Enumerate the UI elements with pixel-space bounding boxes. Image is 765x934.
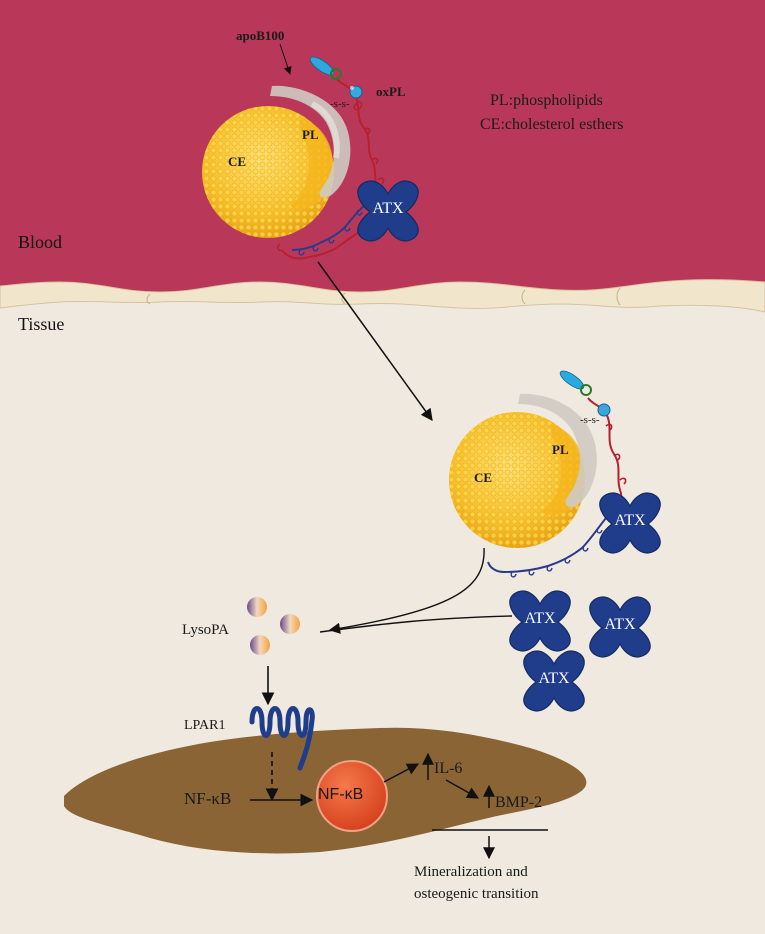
hydrolysis-arrow-from-atx: [319, 615, 513, 633]
endothelium-layer: [0, 279, 765, 313]
oxpl-molecule-tissue: [597, 403, 611, 417]
nfkb-nucleus-label: NF-κB: [318, 786, 364, 803]
hydrolysis-arrow-from-particle: [328, 547, 485, 634]
atx-label-blood: ATX: [372, 200, 404, 217]
il6-label: IL-6: [434, 760, 463, 777]
lpar1-label: LPAR1: [184, 718, 226, 733]
legend-ce: CE:cholesterol esthers: [480, 116, 624, 133]
lysopa-molecule-2: [280, 614, 300, 634]
nucleus: [316, 760, 388, 832]
outcome-label-line1: Mineralization and: [414, 864, 528, 880]
apob100-protein: [270, 85, 351, 198]
apob100-label: apoB100: [236, 28, 285, 43]
atx-label-free-2: ATX: [604, 616, 636, 633]
il6-to-bmp2-arrow: [445, 779, 480, 799]
atx-label-tissue-bound: ATX: [614, 512, 646, 529]
lysopa-molecule-1: [247, 597, 267, 617]
lysopa-molecule-3: [250, 635, 270, 655]
lpa-particle-tissue: [449, 370, 661, 578]
legend-pl: PL:phospholipids: [490, 92, 603, 109]
atx-label-free-3: ATX: [538, 670, 570, 687]
atx-enzyme-tissue-bound: [599, 492, 661, 554]
blood-label: Blood: [18, 232, 63, 252]
kringle-domain-cyan: [309, 56, 335, 76]
lpa-particle-blood: [202, 43, 419, 260]
atx-enzyme-blood: [357, 180, 419, 242]
apob100-pointer: [279, 43, 292, 75]
atx-enzyme-free-2: [589, 596, 651, 658]
oxpl-label: oxPL: [376, 84, 406, 99]
phospholipid-layer: [290, 118, 333, 210]
blood-background: [0, 0, 765, 292]
lpar1-receptor: [249, 706, 315, 771]
ce-label-tissue: CE: [474, 470, 493, 485]
endothelial-cell-junctions: [146, 287, 621, 306]
pl-label-tissue: PL: [552, 442, 569, 457]
nfkb-cytoplasm-label: NF-κB: [184, 789, 232, 808]
atx-enzyme-free-3: [523, 650, 585, 712]
atx-label-free-1: ATX: [524, 610, 556, 627]
bmp2-label: BMP-2: [495, 794, 543, 811]
transport-arrow: [317, 261, 433, 421]
tissue-label: Tissue: [18, 314, 65, 334]
apob100-protein-tissue: [518, 393, 597, 508]
atx-enzyme-free-1: [509, 590, 571, 652]
disulfide-label-top: -s-s-: [330, 98, 350, 110]
pl-label-top: PL: [302, 127, 319, 142]
nucleus-to-il6-arrow: [383, 763, 420, 783]
ce-label-top: CE: [228, 154, 247, 169]
outcome-label-line2: osteogenic transition: [414, 886, 539, 902]
kringle-chain-blue: [291, 204, 366, 251]
lysopa-label: LysoPA: [182, 622, 229, 638]
disulfide-label-tissue: -s-s-: [580, 414, 600, 426]
